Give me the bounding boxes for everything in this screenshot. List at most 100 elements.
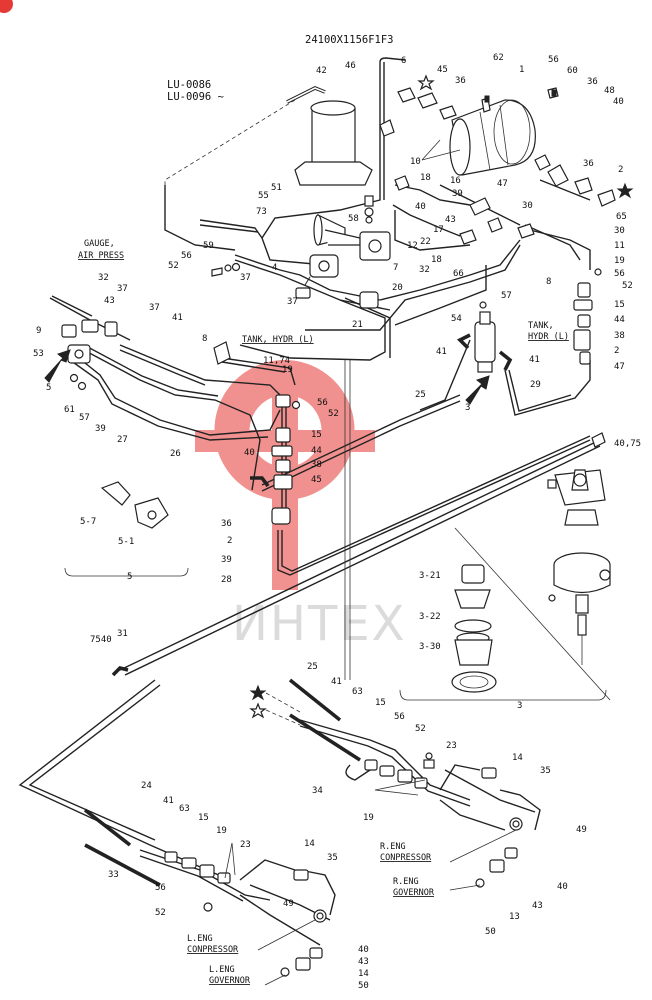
callout-36: 36 (455, 76, 466, 86)
callout-30: 30 (522, 201, 533, 211)
callout-38: 38 (614, 331, 625, 341)
callout-42: 42 (316, 66, 327, 76)
callout-33: 33 (108, 870, 119, 880)
callout-36: 36 (221, 519, 232, 529)
callout-15: 15 (311, 430, 322, 440)
callout-14: 14 (304, 839, 315, 849)
callout-36: 36 (583, 159, 594, 169)
callout-5-7: 5-7 (80, 517, 96, 527)
callout-47: 47 (497, 179, 508, 189)
callout-5: 5 (46, 383, 51, 393)
callout-11: 11 (614, 241, 625, 251)
callout-3-22: 3-22 (419, 612, 441, 622)
callout-37: 37 (117, 284, 128, 294)
callout-49: 49 (576, 825, 587, 835)
callout-49: 49 (283, 899, 294, 909)
callout-43: 43 (104, 296, 115, 306)
callout-35: 35 (540, 766, 551, 776)
callout-41: 41 (331, 677, 342, 687)
callout-52: 52 (328, 409, 339, 419)
callout-6: 6 (401, 56, 406, 66)
caption-air-press: AIR PRESS (78, 251, 124, 261)
callout-28: 28 (221, 575, 232, 585)
callout-21: 21 (352, 320, 363, 330)
callout-1: 1 (519, 65, 524, 75)
callout-62: 62 (493, 53, 504, 63)
callout-3: 3 (517, 701, 522, 711)
callout-40: 40 (244, 448, 255, 458)
arrow-3 (465, 375, 490, 405)
captions: GAUGE, AIR PRESS TANK, HYDR (L) TANK, HY… (78, 239, 569, 986)
caption-r-eng-governor-1: R.ENG (393, 877, 419, 887)
callout-29: 29 (530, 380, 541, 390)
callout-47: 47 (614, 362, 625, 372)
callout-3-21: 3-21 (419, 571, 441, 581)
callout-41: 41 (436, 347, 447, 357)
callout-43: 43 (358, 957, 369, 967)
lower-piping (18, 678, 541, 946)
callout-10: 10 (410, 157, 421, 167)
callout-56: 56 (155, 883, 166, 893)
callout-24: 24 (141, 781, 152, 791)
callout-27: 27 (117, 435, 128, 445)
caption-tank-hydr-right-1: TANK, (528, 321, 554, 331)
callout-39: 39 (221, 555, 232, 565)
callout-56: 56 (548, 55, 559, 65)
valve-4 (304, 254, 339, 286)
corner-badge (0, 0, 13, 13)
caption-tank-hydr-right-2: HYDR (L) (528, 332, 569, 342)
governor-exploded-view (451, 564, 497, 693)
callout-14: 14 (358, 969, 369, 979)
caption-l-eng-governor-1: L.ENG (209, 965, 235, 975)
star-filled-lower (249, 684, 267, 701)
callout-8: 8 (202, 334, 207, 344)
callout-16: 16 (450, 176, 461, 186)
callout-52: 52 (168, 261, 179, 271)
callout-11-74: 11,74 (263, 356, 290, 366)
callout-2: 2 (618, 165, 623, 175)
callout-56: 56 (614, 269, 625, 279)
callout-2: 2 (227, 536, 232, 546)
callout-19: 19 (216, 826, 227, 836)
callout-5-1: 5-1 (118, 537, 134, 547)
callout-50: 50 (358, 981, 369, 991)
callout-40: 40 (358, 945, 369, 955)
callout-38: 38 (311, 460, 322, 470)
callout-40-75: 40,75 (614, 439, 641, 449)
callout-19: 19 (363, 813, 374, 823)
star-outline-lower (249, 702, 267, 719)
callout-8: 8 (546, 277, 551, 287)
callout-56: 56 (317, 398, 328, 408)
callout-50: 50 (485, 927, 496, 937)
callout-43: 43 (532, 901, 543, 911)
callout-34: 34 (312, 786, 323, 796)
drawing-number: 24100X1156F1F3 (305, 34, 394, 46)
caption-gauge: GAUGE, (84, 239, 115, 249)
callout-35: 35 (327, 853, 338, 863)
callout-45: 45 (437, 65, 448, 75)
caption-l-eng-compressor-2: CONPRESSOR (187, 945, 239, 955)
callout-63: 63 (179, 804, 190, 814)
callout-39: 39 (95, 424, 106, 434)
caption-tank-hydr-left: TANK, HYDR (L) (242, 335, 314, 345)
callout-51: 51 (271, 183, 282, 193)
callout-41: 41 (172, 313, 183, 323)
star-outline-upper (417, 74, 435, 91)
callout-31: 31 (117, 629, 128, 639)
callout-40: 40 (613, 97, 624, 107)
watermark-text: ИНТЕХ (232, 596, 407, 652)
callout-52: 52 (155, 908, 166, 918)
callout-57: 57 (501, 291, 512, 301)
callout-44: 44 (311, 446, 322, 456)
callout-2: 2 (614, 346, 619, 356)
callout-41: 41 (163, 796, 174, 806)
callout-45: 45 (311, 475, 322, 485)
callout-56: 56 (394, 712, 405, 722)
callout-3: 3 (465, 403, 470, 413)
callout-32: 32 (98, 273, 109, 283)
callout-23: 23 (446, 741, 457, 751)
leader-lines (224, 139, 517, 986)
callout-20: 20 (392, 283, 403, 293)
callout-43: 43 (445, 215, 456, 225)
